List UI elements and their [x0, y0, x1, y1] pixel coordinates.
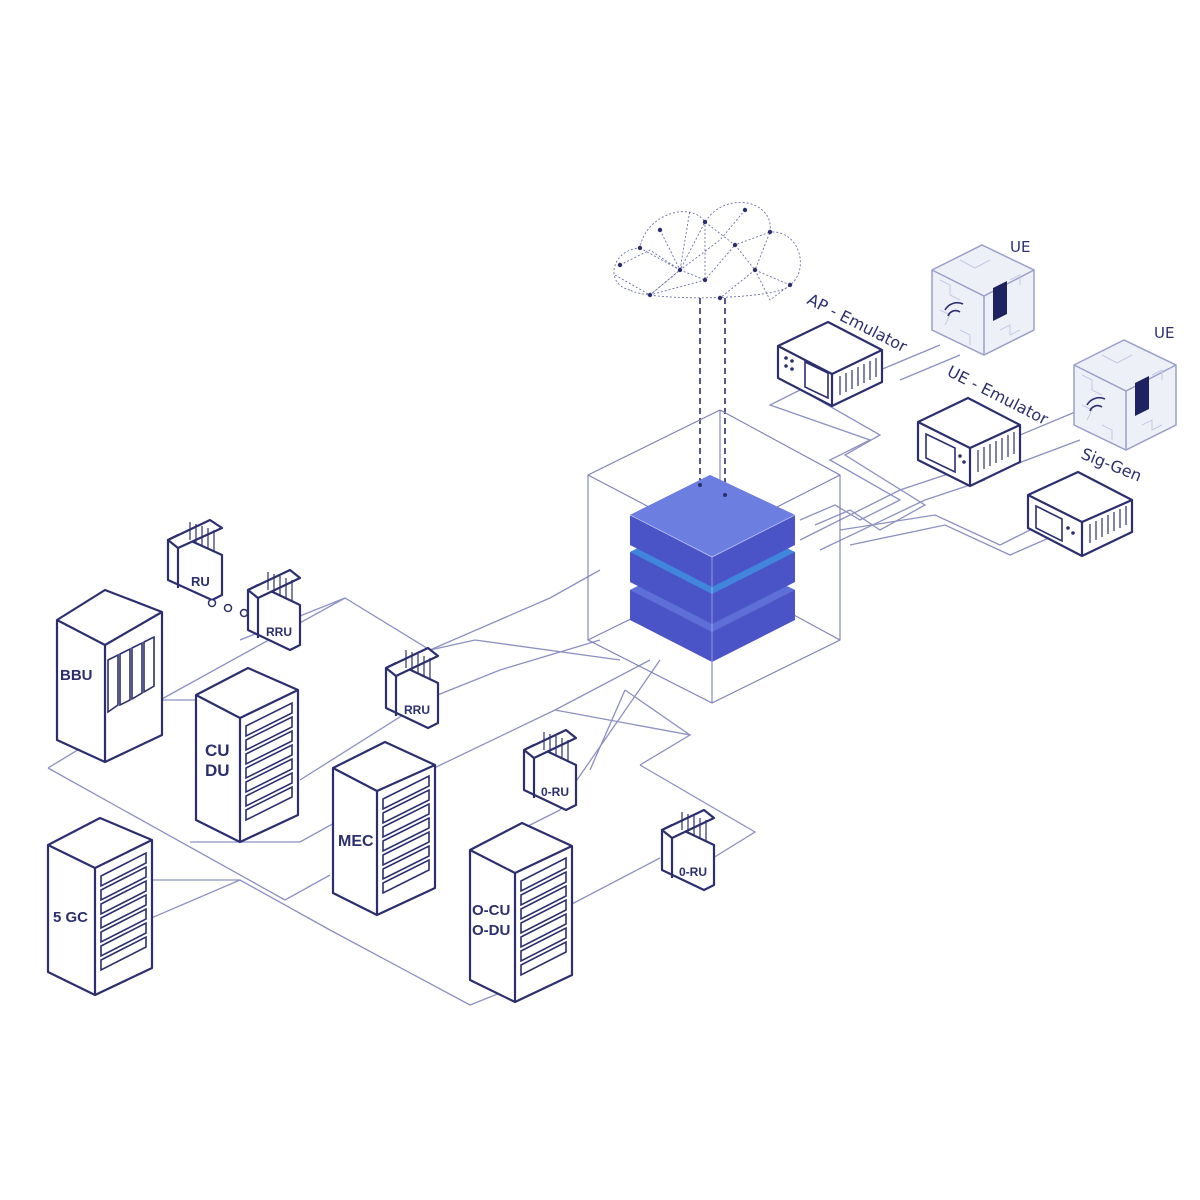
rru-label-2: RRU — [404, 703, 430, 717]
cloud-mesh — [613, 201, 801, 301]
bbu-server: BBU — [55, 588, 164, 764]
ru-label: RU — [191, 574, 210, 589]
data-stack — [629, 475, 796, 662]
ue-label-1: UE — [1010, 238, 1030, 256]
5gc-slots — [100, 851, 147, 972]
5gc-label: 5 GC — [53, 909, 88, 926]
sig-gen-device: Sig-Gen — [1026, 444, 1144, 558]
5gc-server: 5 GC — [46, 816, 154, 997]
ru-link-dots — [207, 598, 249, 618]
mec-label: MEC — [338, 833, 374, 850]
du-label: DU — [205, 761, 230, 780]
cloud-uplink — [699, 298, 726, 495]
odu-label: O-DU — [472, 922, 510, 939]
cu-label: CU — [205, 741, 230, 760]
ue-chamber-2: UE — [1073, 324, 1177, 451]
rru-label-1: RRU — [266, 625, 292, 639]
ap-emulator-device: AP - Emulator — [776, 290, 911, 408]
ue-chamber-1: UE — [931, 238, 1035, 356]
oru-unit-2: 0-RU — [660, 808, 716, 892]
ocu-label: O-CU — [472, 902, 510, 919]
oru-label-1: 0-RU — [541, 785, 569, 799]
ocu-odu-server: O-CU O-DU — [468, 821, 574, 1004]
ue-emulator-device: UE - Emulator — [916, 362, 1052, 488]
mec-server: MEC — [331, 740, 437, 917]
oru-label-2: 0-RU — [679, 865, 707, 879]
bbu-label: BBU — [60, 667, 93, 684]
mec-slots — [382, 774, 430, 895]
ocu-odu-slots — [520, 856, 567, 977]
rru-unit-2: RRU — [384, 646, 440, 730]
oru-unit-1: 0-RU — [522, 728, 578, 812]
ru-unit: RU — [166, 518, 224, 602]
cu-du-slots — [245, 701, 293, 822]
cu-du-server: CU DU — [194, 666, 300, 844]
ue-label-2: UE — [1154, 324, 1174, 342]
rru-unit-1: RRU — [246, 568, 302, 652]
